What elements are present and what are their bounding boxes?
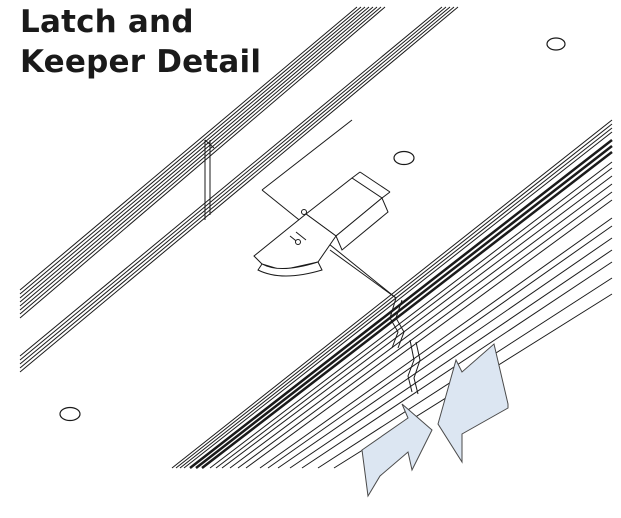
- push-arrow-icon: [437, 343, 509, 464]
- latch-icon: [253, 171, 391, 277]
- fastener-hole-icon: [546, 37, 566, 51]
- fastener-holes: [59, 37, 566, 422]
- lower-rail: [171, 119, 613, 469]
- fastener-hole-icon: [59, 406, 81, 422]
- page-title: Latch and Keeper Detail: [20, 2, 261, 82]
- title-line-2: Keeper Detail: [20, 44, 262, 80]
- upper-rail: [19, 6, 459, 373]
- fastener-hole-icon: [393, 150, 415, 166]
- push-arrows: [361, 343, 509, 498]
- title-line-1: Latch and: [20, 4, 194, 40]
- push-arrow-icon: [361, 403, 433, 498]
